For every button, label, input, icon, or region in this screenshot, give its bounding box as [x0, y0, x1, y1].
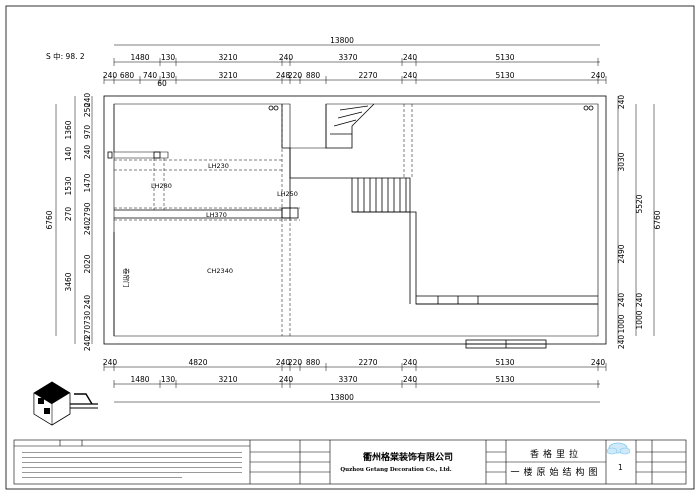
dim-label: 1000: [617, 314, 626, 333]
dim-label: 240: [617, 293, 626, 308]
dim-label: 1000: [635, 310, 644, 329]
bottom-dim-row2: 1480 130 3210 240 3370 240 5130: [130, 375, 514, 384]
dim-label: 3210: [218, 53, 237, 62]
top-total-dimension: 13800: [330, 36, 354, 45]
dim-label: 4820: [188, 358, 207, 367]
top-dimensions: [103, 44, 607, 84]
dim-label: 240: [617, 95, 626, 110]
title-block: [13, 439, 687, 485]
dim-label: 3030: [617, 152, 626, 171]
dim-label: 3370: [338, 375, 357, 384]
dim-label: 240: [617, 335, 626, 350]
dim-label: 270: [83, 325, 92, 340]
dim-label: 130: [161, 375, 176, 384]
dim-label: 240: [279, 375, 294, 384]
dim-label: 3210: [218, 71, 237, 80]
dim-label: 270: [64, 207, 73, 222]
right-dim-labels: 240 3030 2490 240 1000 240 5520 1000 240…: [617, 95, 662, 350]
dim-label: 5520: [635, 194, 644, 213]
dim-label: 3210: [218, 375, 237, 384]
dim-label: 240: [403, 375, 418, 384]
dim-label: 240: [635, 293, 644, 308]
sheet-border: [5, 5, 695, 490]
beam-label-lh250: LH250: [277, 190, 298, 198]
dim-label: 2270: [358, 71, 377, 80]
dim-label: 880: [306, 358, 321, 367]
dim-label: 1470: [83, 173, 92, 192]
dim-label: 5130: [495, 53, 514, 62]
dim-label: 240: [403, 71, 418, 80]
dim-label: 240: [591, 358, 606, 367]
dim-label: 740: [143, 71, 158, 80]
dim-label: 5130: [495, 71, 514, 80]
beam-label-lh280: LH280: [151, 182, 172, 190]
dim-label: 240: [83, 221, 92, 236]
dim-label: 3370: [338, 53, 357, 62]
dim-label: 1480: [130, 53, 149, 62]
dim-label: 2270: [358, 358, 377, 367]
scale-note: S 中: 98. 2: [46, 51, 85, 61]
bottom-total-dimension: 13800: [330, 393, 354, 402]
dim-label: 250: [83, 103, 92, 118]
cloud-icon: [606, 442, 631, 455]
dim-label: 240: [403, 358, 418, 367]
dim-label: 240: [591, 71, 606, 80]
sheet-number: 1: [618, 463, 623, 472]
dim-label: 1530: [64, 176, 73, 195]
dim-label: 880: [306, 71, 321, 80]
dim-label: 680: [120, 71, 135, 80]
dim-label-small: 60: [157, 79, 167, 88]
dim-label: 248: [276, 71, 291, 80]
dim-label: 240: [83, 337, 92, 352]
company-name-en: Quzhou Getang Decoration Co., Ltd.: [340, 467, 451, 473]
left-total-dimension: 6760: [45, 210, 54, 229]
dim-label: 2020: [83, 254, 92, 273]
ceiling-height-label: CH2340: [207, 267, 233, 275]
right-dimensions: [617, 96, 655, 344]
company-logo: [33, 381, 98, 426]
top-dim-row1: 1480 130 3210 240 3370 240 5130: [130, 53, 514, 62]
dim-label: 3460: [64, 272, 73, 291]
dim-label: 140: [64, 147, 73, 162]
dim-label: 1480: [130, 375, 149, 384]
bottom-dimensions: [103, 363, 607, 403]
right-total-dimension: 6760: [653, 210, 662, 229]
dim-label: 1360: [64, 120, 73, 139]
left-dimensions: [55, 96, 93, 344]
plan-walls: [103, 95, 607, 349]
dim-label: 240: [279, 53, 294, 62]
dim-label: 240: [83, 295, 92, 310]
beam-lines: [114, 104, 413, 336]
project-name: 香格里拉: [530, 448, 582, 460]
beam-label-lh230: LH230: [208, 162, 229, 170]
dim-label: 240: [276, 358, 291, 367]
dim-label: 2790: [83, 202, 92, 221]
dim-label: 220: [288, 358, 303, 367]
dim-label: 240: [83, 145, 92, 160]
dim-label: 240: [403, 53, 418, 62]
dim-label: 5130: [495, 375, 514, 384]
top-dim-row2: 240 680 740 130 3210 248 220 880 2270 24…: [103, 71, 606, 80]
dim-label: 240: [103, 71, 118, 80]
bottom-dim-row1: 240 4820 240 220 880 2270 240 5130 240: [103, 358, 606, 367]
dim-label: 130: [161, 71, 176, 80]
company-name-cn: 衢州格棠装饰有限公司: [363, 451, 453, 463]
dim-label: 220: [288, 71, 303, 80]
dim-label: 2490: [617, 244, 626, 263]
dim-label: 730: [83, 311, 92, 326]
title-block-notes: [22, 452, 242, 478]
dim-label: 130: [161, 53, 176, 62]
beam-label-lh370: LH370: [206, 211, 227, 219]
dim-label: 5130: [495, 358, 514, 367]
drawing-title: 一楼原始结构图: [510, 466, 601, 478]
door-label: 卷帘门: [122, 268, 131, 288]
dim-label: 240: [83, 93, 92, 108]
left-dim-labels: 240 250 1360 970 140 240 1470 1530 270 2…: [64, 93, 92, 352]
dim-label: 240: [103, 358, 118, 367]
dim-label: 970: [83, 125, 92, 140]
